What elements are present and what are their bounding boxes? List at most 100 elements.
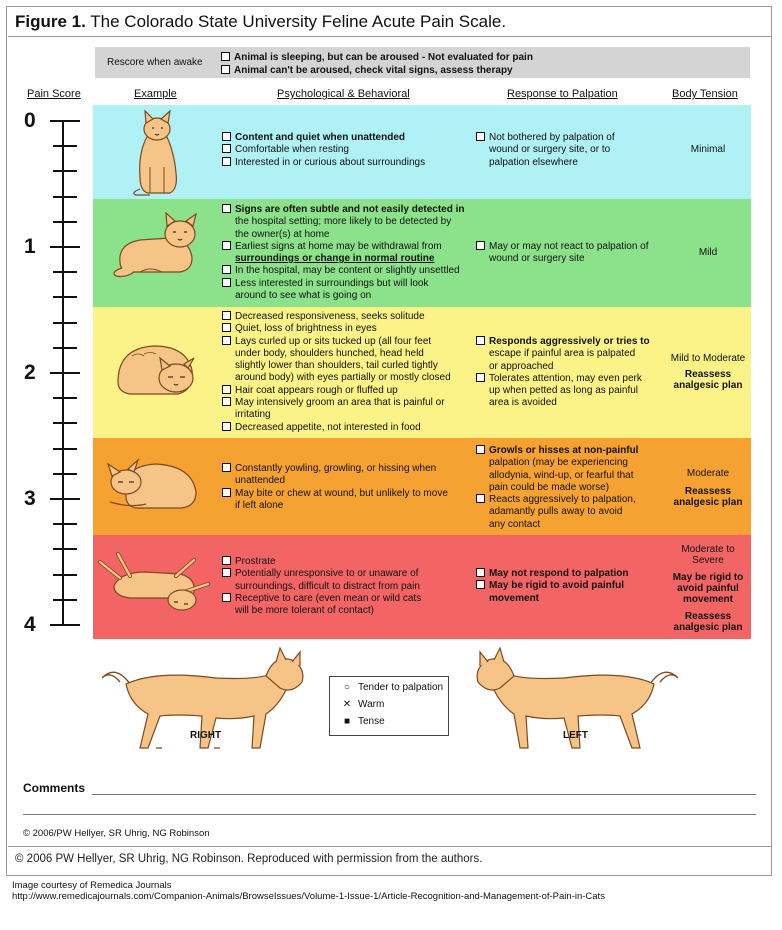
level-4-tension: Moderate to Severe May be rigid to avoid… xyxy=(672,544,744,633)
legend-item: ✕Warm xyxy=(340,699,385,710)
checkbox[interactable] xyxy=(222,421,231,431)
circle-icon: ○ xyxy=(343,682,351,693)
checkbox[interactable] xyxy=(222,265,231,275)
checkbox[interactable] xyxy=(476,580,485,590)
level-0-palpation: Not bothered by palpation of wound or su… xyxy=(476,132,615,169)
checkbox[interactable] xyxy=(222,463,231,472)
copyright-short: © 2006/PW Hellyer, SR Uhrig, NG Robinson xyxy=(23,828,210,839)
rescore-label: Rescore when awake xyxy=(107,57,203,68)
minor-tick xyxy=(53,347,77,349)
image-courtesy: Image courtesy of Remedica Journals http… xyxy=(12,880,605,902)
checkbox[interactable] xyxy=(222,397,231,407)
level-0-band xyxy=(93,105,751,199)
left-side-body-map xyxy=(476,646,679,749)
minor-tick xyxy=(53,397,77,399)
level-4-palpation: May not respond to palpation May be rigi… xyxy=(476,568,628,605)
psych-item: Comfortable when resting xyxy=(222,144,425,156)
level-1-band xyxy=(93,199,751,307)
psych-item: Content and quiet when unattended xyxy=(222,132,425,144)
level-3-psych: Constantly yowling, growling, or hissing… xyxy=(222,463,448,512)
minor-tick xyxy=(53,599,77,601)
minor-tick xyxy=(53,322,77,324)
level-1-palpation: May or may not react to palpation of wou… xyxy=(476,241,649,266)
body-map-legend: ○Tender to palpation ✕Warm ■Tense xyxy=(329,676,449,736)
major-tick xyxy=(50,246,80,248)
x-mark-icon: ✕ xyxy=(342,699,352,710)
credit-divider xyxy=(8,846,772,847)
figure-label: Figure 1. xyxy=(15,12,86,31)
checkbox[interactable] xyxy=(476,132,485,141)
minor-tick xyxy=(53,145,77,147)
checkbox[interactable] xyxy=(222,311,231,320)
checkbox[interactable] xyxy=(222,204,231,213)
checkbox[interactable] xyxy=(221,65,230,74)
comments-line[interactable] xyxy=(92,794,756,795)
checkbox[interactable] xyxy=(222,156,231,166)
hunched-cat-illustration xyxy=(117,345,195,395)
checkbox[interactable] xyxy=(476,336,485,345)
filled-square-icon: ■ xyxy=(343,716,351,727)
checkbox[interactable] xyxy=(222,323,231,333)
major-tick xyxy=(50,120,80,122)
legend-item: ■Tense xyxy=(340,716,385,727)
minor-tick xyxy=(53,196,77,198)
checkbox[interactable] xyxy=(222,592,231,602)
checkbox[interactable] xyxy=(476,494,485,504)
comments-label: Comments xyxy=(23,781,86,795)
level-2-tension: Mild to Moderate Reassess analgesic plan xyxy=(670,353,746,391)
legend-item: ○Tender to palpation xyxy=(340,682,443,693)
level-1-tension: Mild xyxy=(698,247,718,258)
checkbox[interactable] xyxy=(476,568,485,577)
minor-tick xyxy=(53,422,77,424)
prostrate-cat-illustration xyxy=(98,552,210,611)
pain-score-2: 2 xyxy=(24,361,36,384)
lying-alert-cat-illustration xyxy=(113,211,197,278)
checkbox[interactable] xyxy=(221,52,230,61)
rescore-option: Animal is sleeping, but can be aroused -… xyxy=(221,51,533,64)
minor-tick xyxy=(53,296,77,298)
level-3-tension: Moderate Reassess analgesic plan xyxy=(673,468,743,508)
right-side-label: RIGHT xyxy=(190,730,222,741)
checkbox[interactable] xyxy=(222,144,231,154)
figure-title-text: The Colorado State University Feline Acu… xyxy=(90,12,507,31)
rescore-box: Rescore when awake Animal is sleeping, b… xyxy=(95,47,750,78)
minor-tick xyxy=(53,548,77,550)
checkbox[interactable] xyxy=(476,372,485,382)
level-3-band xyxy=(93,438,751,535)
level-1-psych: Signs are often subtle and not easily de… xyxy=(222,204,465,302)
checkbox[interactable] xyxy=(222,132,231,141)
checkbox[interactable] xyxy=(222,240,231,250)
header-palpation: Response to Palpation xyxy=(507,88,618,100)
level-4-psych: Prostrate Potentially unresponsive to or… xyxy=(222,556,421,617)
checkbox[interactable] xyxy=(222,335,231,345)
guarding-cat-illustration xyxy=(106,458,197,509)
right-side-body-map xyxy=(101,646,304,749)
pain-score-1: 1 xyxy=(24,235,36,258)
title-divider xyxy=(8,36,772,37)
rescore-options: Animal is sleeping, but can be aroused -… xyxy=(221,51,533,77)
level-2-palpation: Responds aggressively or tries to escape… xyxy=(476,336,650,410)
header-pain-score: Pain Score xyxy=(27,88,81,100)
comments-line[interactable] xyxy=(23,814,756,815)
header-psych: Psychological & Behavioral xyxy=(277,88,410,100)
major-tick xyxy=(50,498,80,500)
checkbox[interactable] xyxy=(222,384,231,394)
level-2-psych: Decreased responsiveness, seeks solitude… xyxy=(222,311,451,434)
checkbox[interactable] xyxy=(222,556,231,565)
copyright-full: © 2006 PW Hellyer, SR Uhrig, NG Robinson… xyxy=(15,853,483,865)
minor-tick xyxy=(53,574,77,576)
source-url[interactable]: http://www.remedicajournals.com/Companio… xyxy=(12,891,605,902)
level-0-psych: Content and quiet when unattended Comfor… xyxy=(222,132,425,169)
pain-score-4: 4 xyxy=(24,613,36,636)
checkbox[interactable] xyxy=(222,568,231,578)
checkbox[interactable] xyxy=(222,487,231,497)
checkbox[interactable] xyxy=(476,445,485,454)
sitting-cat-illustration xyxy=(133,109,177,196)
level-3-palpation: Growls or hisses at non-painful palpatio… xyxy=(476,445,638,531)
level-2-band xyxy=(93,307,751,438)
checkbox[interactable] xyxy=(476,241,485,250)
figure-title: Figure 1. The Colorado State University … xyxy=(15,12,506,32)
pain-score-3: 3 xyxy=(24,487,36,510)
pain-score-0: 0 xyxy=(24,109,36,132)
checkbox[interactable] xyxy=(222,277,231,287)
